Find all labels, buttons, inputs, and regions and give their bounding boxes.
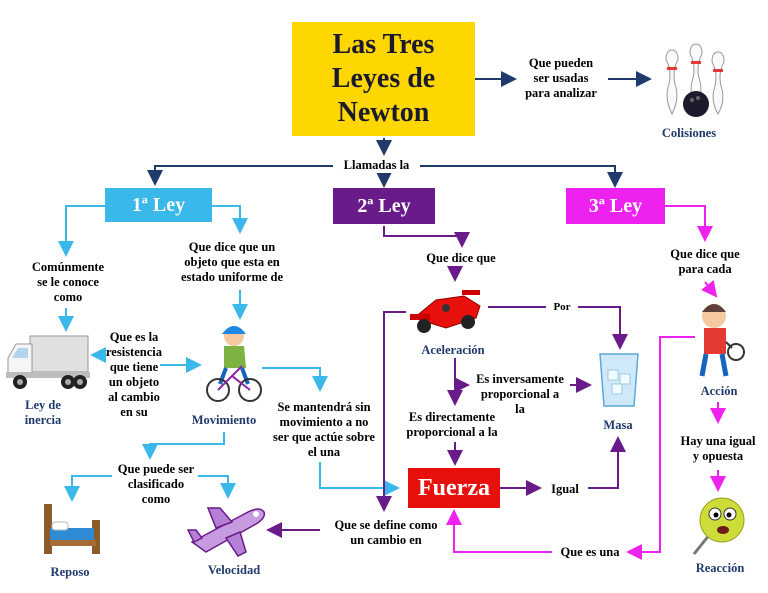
reaccion-label: Reacción xyxy=(695,561,745,575)
conoce-label: Comúnmente se le conoce como xyxy=(31,260,105,304)
cyclist-icon xyxy=(206,326,262,402)
usadas-label: Que pueden ser usadas para analizar xyxy=(525,56,597,100)
arrow-movimiento-clasificado xyxy=(142,432,225,460)
arrow-clasificado-velocidad xyxy=(198,475,236,499)
arrow-ley1-dice xyxy=(212,205,248,234)
arrow-clasificado-reposo xyxy=(64,475,112,502)
aceleracion-label: Aceleración xyxy=(421,343,485,357)
fuerza-box: Fuerza xyxy=(408,468,500,508)
ley3-box: 3ª Ley xyxy=(566,188,665,224)
colisiones-label: Colisiones xyxy=(661,126,717,140)
truck-icon xyxy=(6,335,90,389)
arrow-accion-quees xyxy=(626,336,695,560)
reposo-label: Reposo xyxy=(50,565,90,579)
llamadas-label: Llamadas la xyxy=(333,158,420,173)
arrow-dice-accion xyxy=(701,280,718,298)
tennis-ball-face-icon xyxy=(692,497,745,555)
clasificado-label: Que puede ser clasificado como xyxy=(117,462,195,506)
arrow-aceleracion-masa xyxy=(488,306,628,350)
inversamente-label: Es inversamente proporcional a la xyxy=(476,372,564,416)
igual-opuesta-label: Hay una igual y opuesta xyxy=(680,434,756,463)
arrow-to-ley3 xyxy=(420,165,623,188)
arrow-ley3-dice xyxy=(665,205,713,242)
tennis-kid-icon xyxy=(699,304,745,377)
directamente-label: Es directamente proporcional a la xyxy=(406,410,498,439)
mantendra-label: Se mantendrá sin movimiento a no ser que… xyxy=(273,400,375,459)
que-es-label: Que es una xyxy=(560,545,620,559)
resistencia-label: Que es la resistencia que tiene un objet… xyxy=(105,330,162,419)
bowling-pins-icon xyxy=(665,43,725,117)
ley2-dice-label: Que dice que xyxy=(426,251,496,265)
arrow-mantendra-fuerza xyxy=(319,462,400,496)
define-label: Que se define como un cambio en xyxy=(334,518,438,547)
arrow-ley2-dice xyxy=(383,226,470,248)
arrow-igual-masa xyxy=(588,436,626,489)
ley2-box: 2ª Ley xyxy=(333,188,435,224)
ley3-dice-label: Que dice que para cada xyxy=(670,247,740,276)
igual-label: Igual xyxy=(551,482,579,496)
velocidad-label: Velocidad xyxy=(207,563,261,577)
race-car-icon xyxy=(410,290,481,333)
arrow-aceleracion-define xyxy=(376,311,406,512)
ley1-dice-label: Que dice que un objeto que esta en estad… xyxy=(180,240,284,284)
por-label: Por xyxy=(546,300,578,315)
arrow-ley1-conoce xyxy=(58,205,105,257)
arrow-to-ley1 xyxy=(147,165,333,186)
airplane-icon xyxy=(186,507,266,557)
inercia-label: Ley de inercia xyxy=(24,398,62,427)
accion-label: Acción xyxy=(700,384,738,398)
title-box: Las Tres Leyes de Newton xyxy=(292,22,475,136)
arrow-movimiento-mantendra xyxy=(262,367,328,392)
ice-glass-icon xyxy=(599,353,639,407)
masa-label: Masa xyxy=(603,418,633,432)
ley1-box: 1ª Ley xyxy=(105,188,212,222)
arrow-quees-fuerza xyxy=(446,509,552,553)
bed-icon xyxy=(44,504,100,554)
movimiento-label: Movimiento xyxy=(191,413,257,427)
